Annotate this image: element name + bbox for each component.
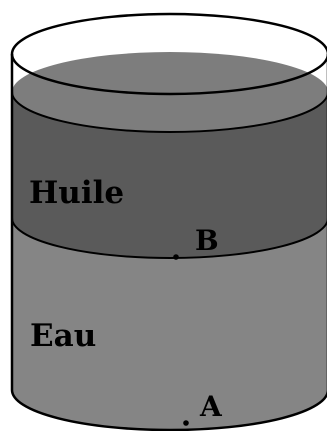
oil-label: Huile (29, 175, 124, 211)
oil-surface (12, 52, 327, 132)
point-a-marker (183, 420, 189, 426)
oil-water-interface (11, 217, 327, 259)
container-bottom (10, 389, 327, 431)
water-label: Eau (30, 318, 96, 354)
point-b-label: B (195, 224, 219, 257)
oil-surface-edge (11, 91, 327, 133)
oil-layer (12, 92, 327, 258)
point-b-marker (173, 254, 179, 260)
water-layer (12, 218, 327, 430)
point-a-label: A (199, 390, 223, 423)
